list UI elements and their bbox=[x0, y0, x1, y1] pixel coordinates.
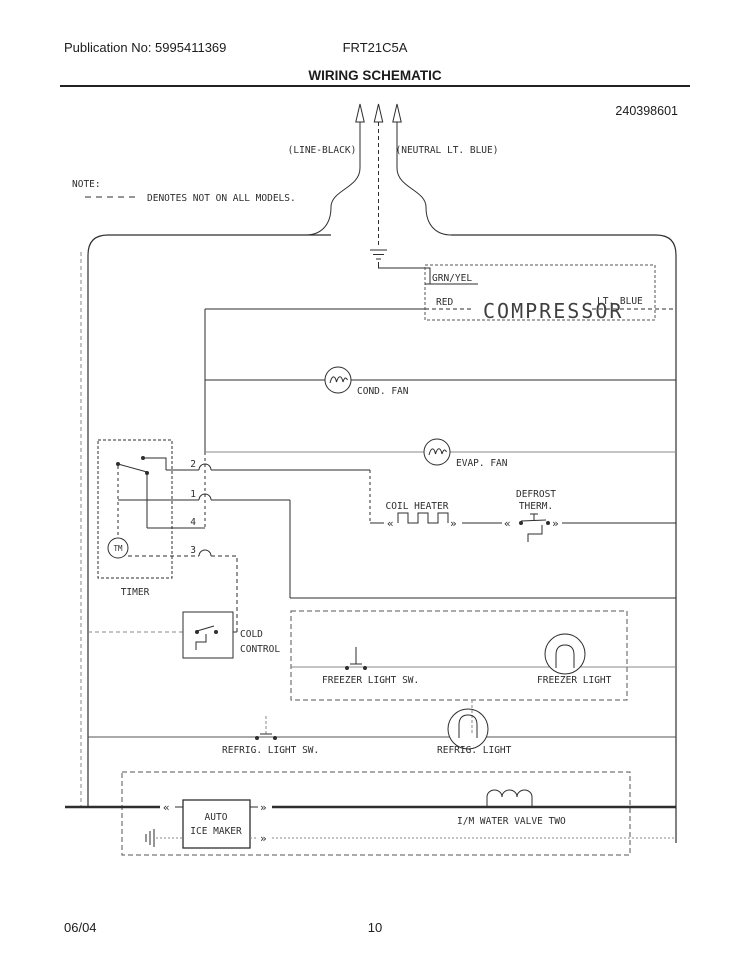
connector-right-icon: » bbox=[450, 517, 457, 530]
model-number: FRT21C5A bbox=[342, 40, 408, 55]
freezer-light-label: FREEZER LIGHT bbox=[537, 675, 612, 686]
freezer-dashed-box bbox=[290, 610, 628, 701]
timer-box bbox=[97, 439, 173, 579]
freezer-light-filament bbox=[555, 644, 575, 668]
water-valve-label: I/M WATER VALVE TWO bbox=[457, 816, 566, 827]
defrost-therm-icon bbox=[519, 513, 550, 542]
connector-right-icon: » bbox=[552, 517, 559, 530]
compressor-label: COMPRESSOR bbox=[483, 299, 623, 323]
note-block: NOTE: DENOTES NOT ON ALL MODELS. bbox=[72, 179, 296, 204]
evap-fan-motor-icon bbox=[423, 438, 451, 466]
evap-fan-label: EVAP. FAN bbox=[456, 458, 508, 469]
ice-maker-box bbox=[182, 799, 251, 849]
footer-page-number: 10 bbox=[367, 920, 383, 935]
part-number: 240398601 bbox=[615, 104, 678, 118]
ice-maker-ground-icon bbox=[145, 829, 183, 847]
cond-fan: COND. FAN bbox=[205, 366, 676, 397]
ice-maker-circuit: « » » AUTO ICE MAKER I/ bbox=[65, 771, 676, 856]
freezer-compartment: FREEZER LIGHT SW. FREEZER LIGHT bbox=[290, 610, 676, 701]
neutral-wire bbox=[396, 137, 452, 236]
freezer-light-sw-label: FREEZER LIGHT SW. bbox=[322, 675, 419, 686]
compressor-wire-left-label: RED bbox=[436, 297, 453, 308]
line-black-wire bbox=[305, 137, 361, 236]
footer-date: 06/04 bbox=[64, 920, 97, 935]
circuit-wires bbox=[204, 308, 676, 599]
connector-left-icon: « bbox=[163, 801, 170, 814]
coil-heater-label: COIL HEATER bbox=[386, 501, 449, 512]
defrost-therm-label-2: THERM. bbox=[519, 501, 553, 512]
compressor: GRN/YEL RED LT. BLUE COMPRESSOR bbox=[424, 264, 676, 323]
ice-maker-label-2: ICE MAKER bbox=[190, 826, 242, 837]
ground-symbol-icon bbox=[370, 122, 431, 284]
note-label: NOTE: bbox=[72, 179, 101, 190]
cold-control-label-1: COLD bbox=[240, 629, 263, 640]
timer-terminal-1: 1 bbox=[190, 489, 196, 500]
timer-motor-icon bbox=[107, 537, 129, 559]
timer-motor-label: TM bbox=[113, 544, 123, 553]
defrost-circuit: « » « » COIL HEATER DEFROST THERM. bbox=[370, 489, 676, 542]
freezer-light-switch-icon bbox=[345, 647, 367, 670]
connector-left-icon: « bbox=[504, 517, 511, 530]
water-valve-coil-icon bbox=[486, 789, 533, 807]
compressor-wire-top-label: GRN/YEL bbox=[432, 273, 472, 284]
refrig-light-sw-label: REFRIG. LIGHT SW. bbox=[222, 745, 319, 756]
cold-control-label-2: CONTROL bbox=[240, 644, 280, 655]
coil-heater-icon bbox=[397, 512, 449, 524]
outer-border bbox=[87, 234, 677, 843]
connector-left-icon: « bbox=[387, 517, 394, 530]
cold-control: COLD CONTROL bbox=[88, 611, 280, 659]
timer-terminal-4: 4 bbox=[190, 517, 196, 528]
timer-terminal-3: 3 bbox=[190, 545, 196, 556]
cond-fan-label: COND. FAN bbox=[357, 386, 409, 397]
timer-label: TIMER bbox=[121, 587, 150, 598]
defrost-therm-label-1: DEFROST bbox=[516, 489, 556, 500]
timer-terminal-2: 2 bbox=[190, 459, 196, 470]
title-rule bbox=[60, 85, 690, 87]
page-title: WIRING SCHEMATIC bbox=[308, 68, 442, 83]
ice-maker-label-1: AUTO bbox=[205, 812, 228, 823]
evap-fan: EVAP. FAN bbox=[205, 438, 676, 469]
compressor-box bbox=[424, 264, 656, 321]
ice-maker-dashed-box bbox=[121, 771, 631, 856]
connector-right-icon: » bbox=[260, 832, 267, 845]
refrig-light-bulb-icon bbox=[447, 708, 489, 750]
power-plug: (LINE-BLACK) (NEUTRAL LT. BLUE) bbox=[288, 103, 499, 236]
cond-fan-motor-icon bbox=[324, 366, 352, 394]
publication-number: Publication No: 5995411369 bbox=[64, 40, 227, 55]
compressor-wire-right-label: LT. BLUE bbox=[597, 296, 643, 307]
line-black-label: (LINE-BLACK) bbox=[288, 145, 357, 156]
timer: TM 2 1 4 3 TIMER bbox=[97, 439, 370, 632]
refrig-light-label: REFRIG. LIGHT bbox=[437, 745, 512, 756]
neutral-label: (NEUTRAL LT. BLUE) bbox=[396, 145, 499, 156]
note-text: DENOTES NOT ON ALL MODELS. bbox=[147, 193, 296, 204]
refrig-light-filament bbox=[458, 714, 478, 738]
refrig-light-circuit: REFRIG. LIGHT SW. REFRIG. LIGHT bbox=[88, 700, 676, 756]
freezer-light-bulb-icon bbox=[544, 633, 586, 675]
cold-control-box bbox=[182, 611, 234, 659]
refrig-light-switch-icon bbox=[255, 716, 277, 740]
connector-right-icon: » bbox=[260, 801, 267, 814]
